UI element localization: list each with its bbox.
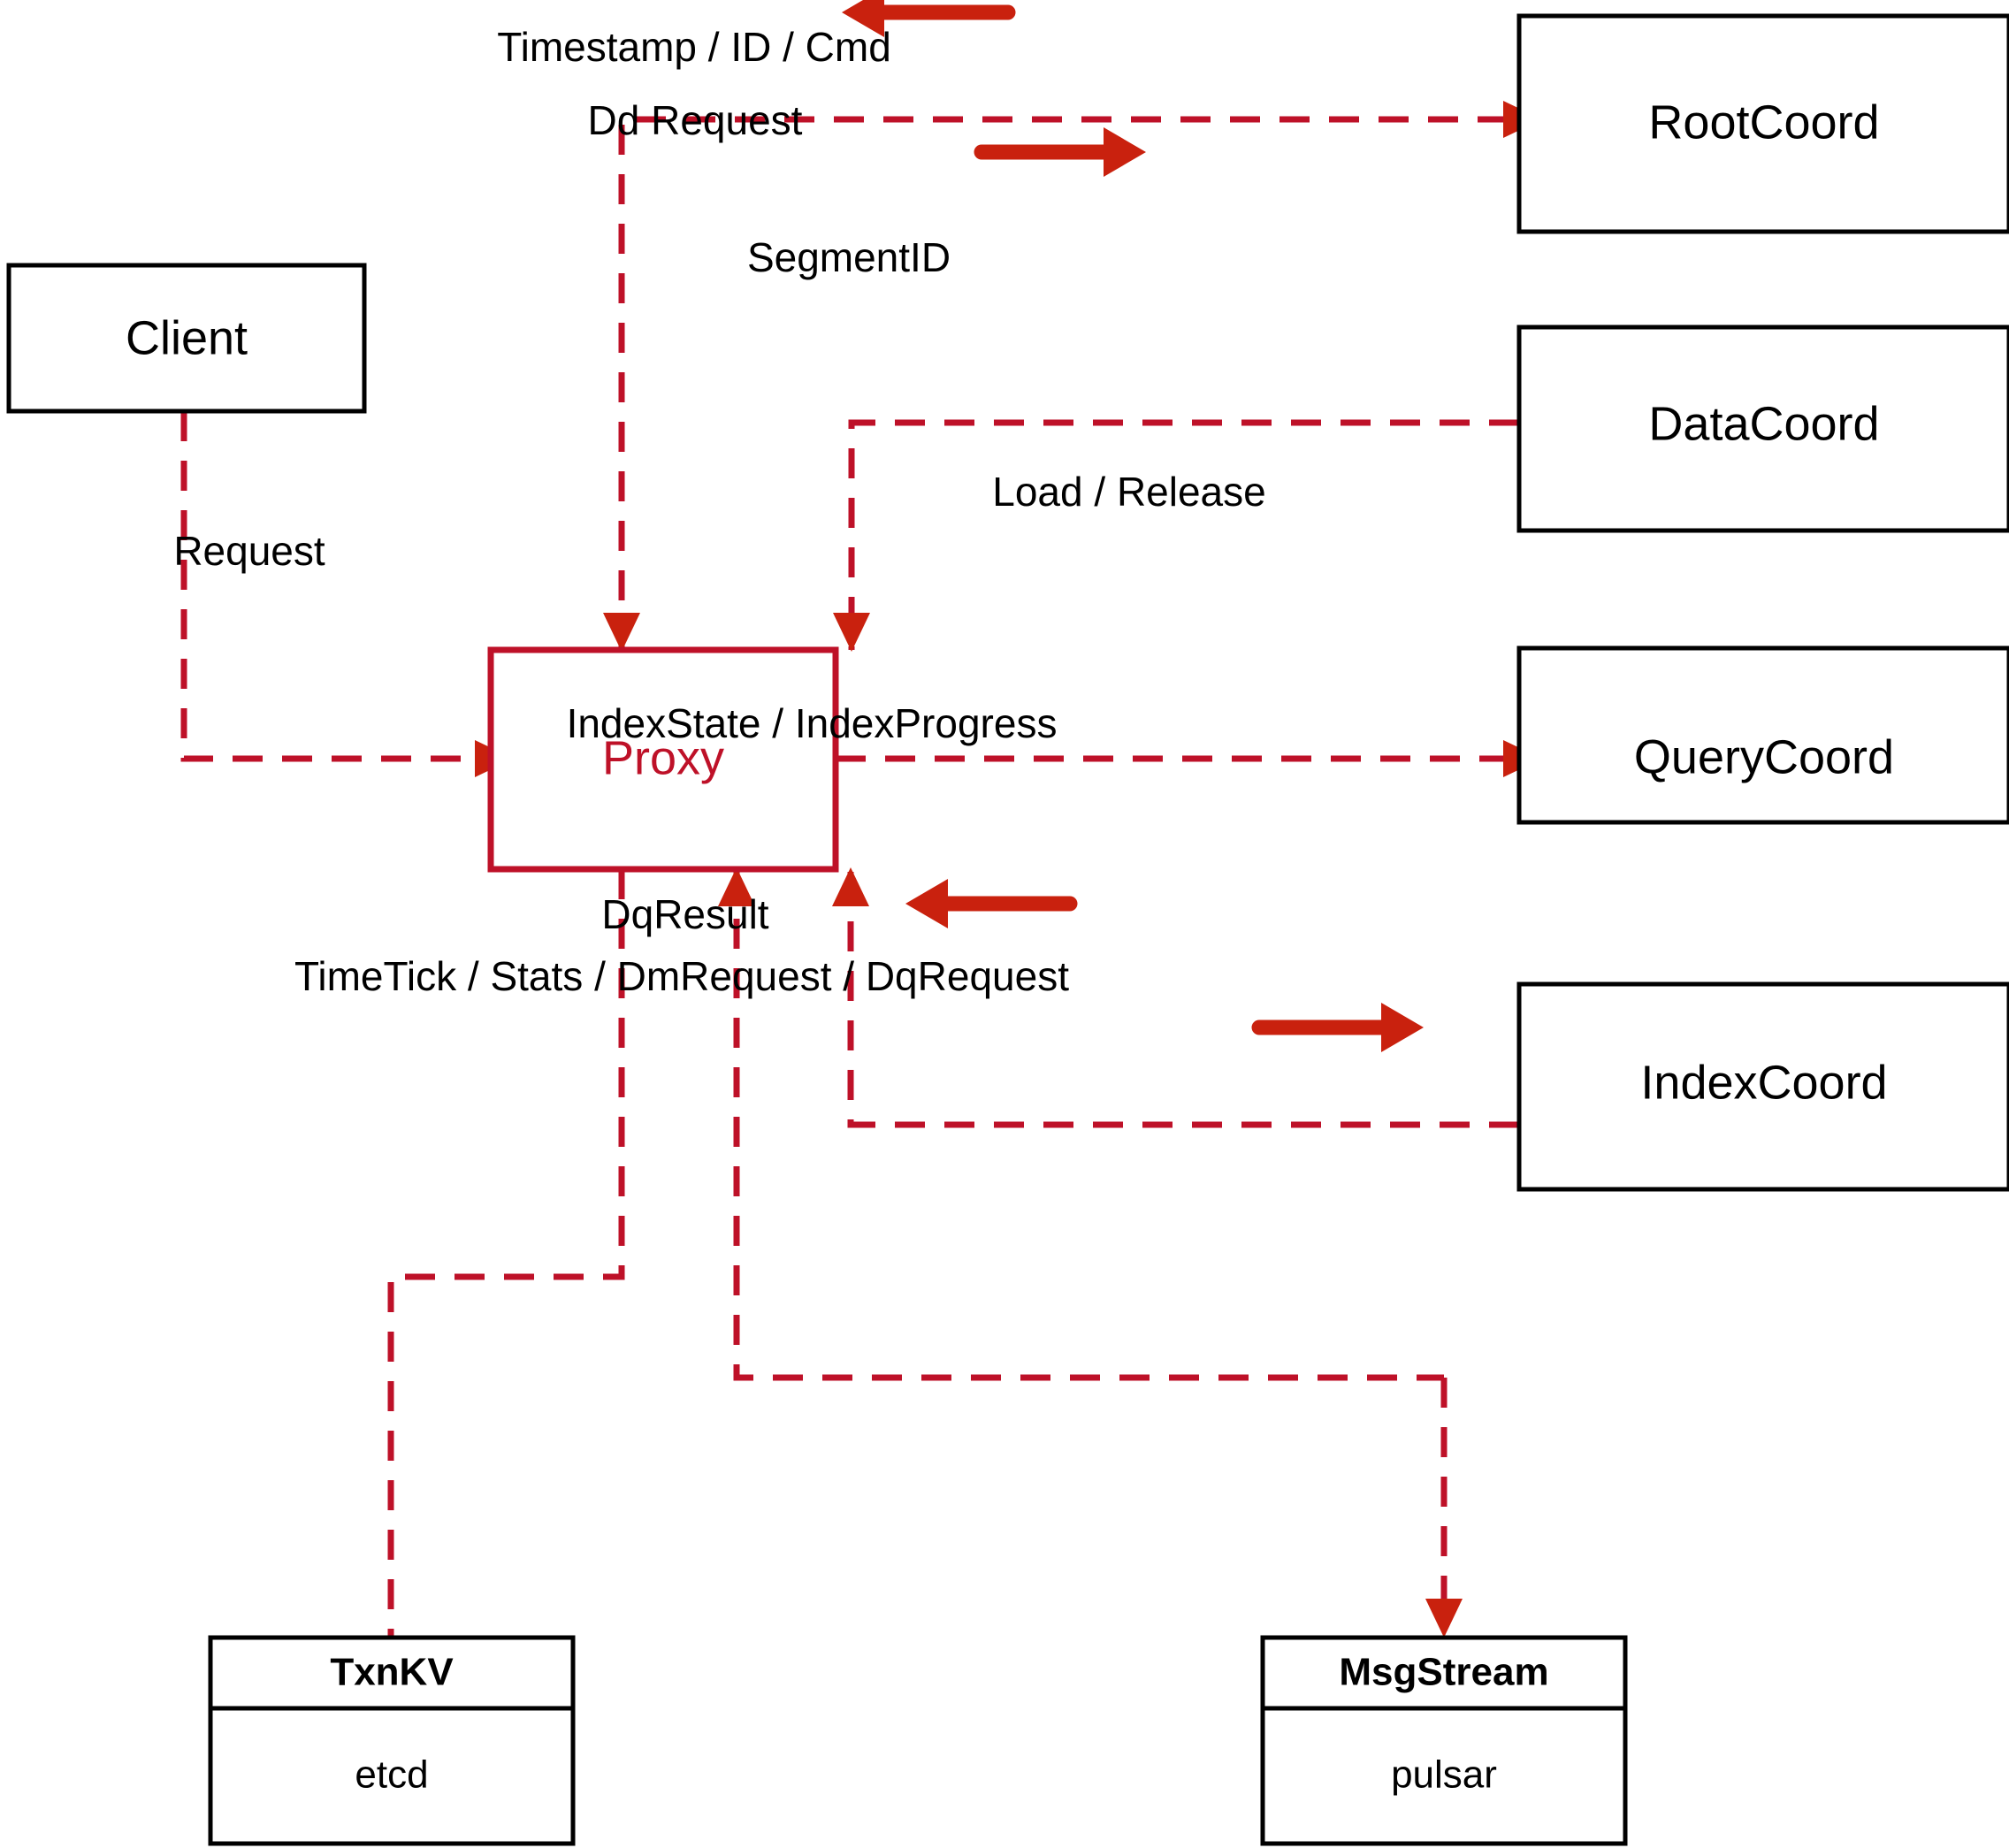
arrowhead-msgstream xyxy=(1425,1599,1463,1638)
edge-label-index-state: IndexState / IndexProgress xyxy=(567,700,1058,746)
edge-proxy-to-rootcoord xyxy=(618,116,1503,650)
thick-arrow-dq-result-left xyxy=(905,879,1078,928)
edge-client-to-proxy xyxy=(180,411,475,762)
thick-arrow-timestamp-left xyxy=(842,0,1016,37)
node-msgstream-header: MsgStream xyxy=(1339,1651,1548,1694)
node-txnkv-box[interactable] xyxy=(208,1635,576,1846)
node-client[interactable]: Client xyxy=(6,263,367,414)
node-indexcoord-box[interactable] xyxy=(1516,981,2009,1192)
node-txnkv-header: TxnKV xyxy=(330,1651,454,1694)
node-rootcoord[interactable]: RootCoord xyxy=(1516,13,2009,234)
edge-label-timetick-stats: TimeTick / Stats / DmRequest / DqRequest xyxy=(294,953,1069,999)
node-datacoord-label: DataCoord xyxy=(1648,397,1879,450)
thick-arrow-dm-request-right xyxy=(1251,1003,1424,1052)
edge-label-request: Request xyxy=(173,528,325,574)
node-querycoord[interactable]: QueryCoord xyxy=(1516,645,2009,825)
edge-label-load-release: Load / Release xyxy=(992,469,1265,515)
edge-msgstream-to-proxy xyxy=(733,869,1444,1381)
node-msgstream[interactable]: MsgStream pulsar xyxy=(1260,1635,1628,1846)
arrowhead-proxy-bottom-right xyxy=(832,867,869,906)
edge-label-segment-id: SegmentID xyxy=(747,234,951,280)
node-rootcoord-box[interactable] xyxy=(1516,13,2009,234)
edge-proxy-to-txnkv xyxy=(387,869,625,1638)
edge-datacoord-to-proxy xyxy=(848,419,1519,650)
node-txnkv[interactable]: TxnKV etcd xyxy=(208,1635,576,1846)
node-datacoord[interactable]: DataCoord xyxy=(1516,325,2009,533)
node-querycoord-label: QueryCoord xyxy=(1634,730,1894,783)
edge-label-dd-request: Dd Request xyxy=(588,97,803,143)
node-client-box[interactable] xyxy=(6,263,367,414)
node-indexcoord[interactable]: IndexCoord xyxy=(1516,981,2009,1192)
node-proxy[interactable]: Proxy xyxy=(487,646,839,873)
node-txnkv-body: etcd xyxy=(355,1753,428,1797)
edge-label-dq-result: DqResult xyxy=(601,891,768,937)
thick-arrow-dd-request-right xyxy=(974,127,1146,177)
arrowhead-proxy-top-left xyxy=(603,613,640,652)
edge-indexcoord-to-proxy xyxy=(847,869,1519,1128)
node-msgstream-box[interactable] xyxy=(1260,1635,1628,1846)
node-proxy-box[interactable] xyxy=(487,646,839,873)
node-datacoord-box[interactable] xyxy=(1516,325,2009,533)
node-msgstream-body: pulsar xyxy=(1391,1753,1497,1797)
node-client-label: Client xyxy=(126,311,248,364)
arrowhead-proxy-top-right xyxy=(833,613,870,652)
node-querycoord-box[interactable] xyxy=(1516,645,2009,825)
arrowhead-proxy-bottom-middle xyxy=(718,867,755,906)
edge-label-timestamp-id-cmd: Timestamp / ID / Cmd xyxy=(497,24,891,70)
node-indexcoord-label: IndexCoord xyxy=(1640,1056,1887,1109)
node-proxy-label: Proxy xyxy=(602,731,724,784)
node-rootcoord-label: RootCoord xyxy=(1648,95,1879,149)
